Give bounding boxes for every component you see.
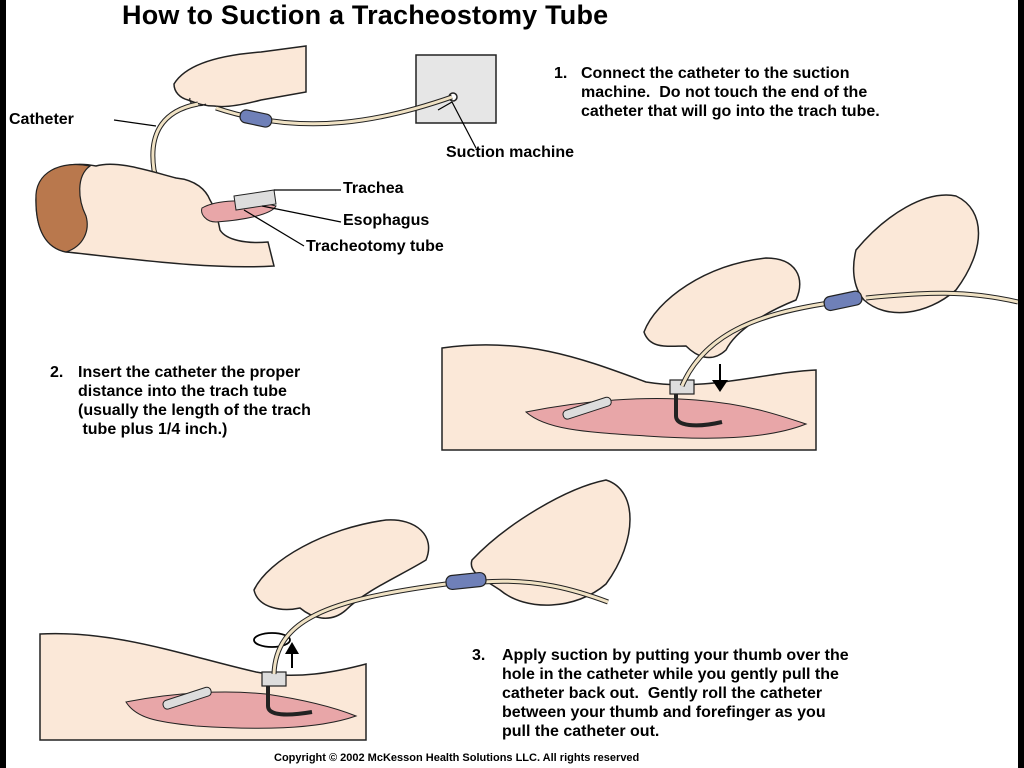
trach-tube	[261, 671, 287, 687]
catheter-connector	[239, 109, 273, 128]
diagram-page: How to Suction a Tracheostomy Tube Cathe…	[6, 0, 1018, 768]
step-number: 2.	[50, 364, 64, 381]
panel-3-illustration	[39, 479, 631, 741]
step-1: 1. Connect the catheter to the suction m…	[554, 64, 880, 121]
catheter-connector	[823, 290, 863, 312]
label-trachea: Trachea	[343, 180, 404, 197]
panel-1-illustration	[35, 45, 497, 268]
step-2: 2. Insert the catheter the proper distan…	[50, 363, 311, 439]
page-title: How to Suction a Tracheostomy Tube	[122, 0, 609, 30]
label-tracheotomy-tube: Tracheotomy tube	[306, 238, 444, 255]
label-catheter: Catheter	[9, 111, 74, 128]
label-suction-machine: Suction machine	[446, 144, 575, 161]
step-text: Insert the catheter the proper distance …	[78, 364, 311, 438]
hand-illustration	[253, 519, 430, 619]
hand-illustration	[173, 45, 307, 108]
patient-head	[35, 163, 275, 268]
step-number: 3.	[472, 647, 486, 664]
suction-machine	[415, 54, 497, 124]
hair	[35, 163, 92, 253]
label-esophagus: Esophagus	[343, 212, 430, 229]
step-text: Apply suction by putting your thumb over…	[502, 647, 849, 740]
panel-2-illustration	[441, 194, 1018, 451]
hand-illustration	[643, 257, 801, 359]
catheter-connector	[445, 571, 487, 591]
step-3: 3. Apply suction by putting your thumb o…	[472, 646, 849, 741]
copyright-notice: Copyright © 2002 McKesson Health Solutio…	[274, 752, 640, 764]
illustration	[35, 45, 1018, 741]
step-text: Connect the catheter to the suction mach…	[581, 65, 880, 120]
step-number: 1.	[554, 65, 568, 82]
hand-illustration	[470, 479, 631, 606]
